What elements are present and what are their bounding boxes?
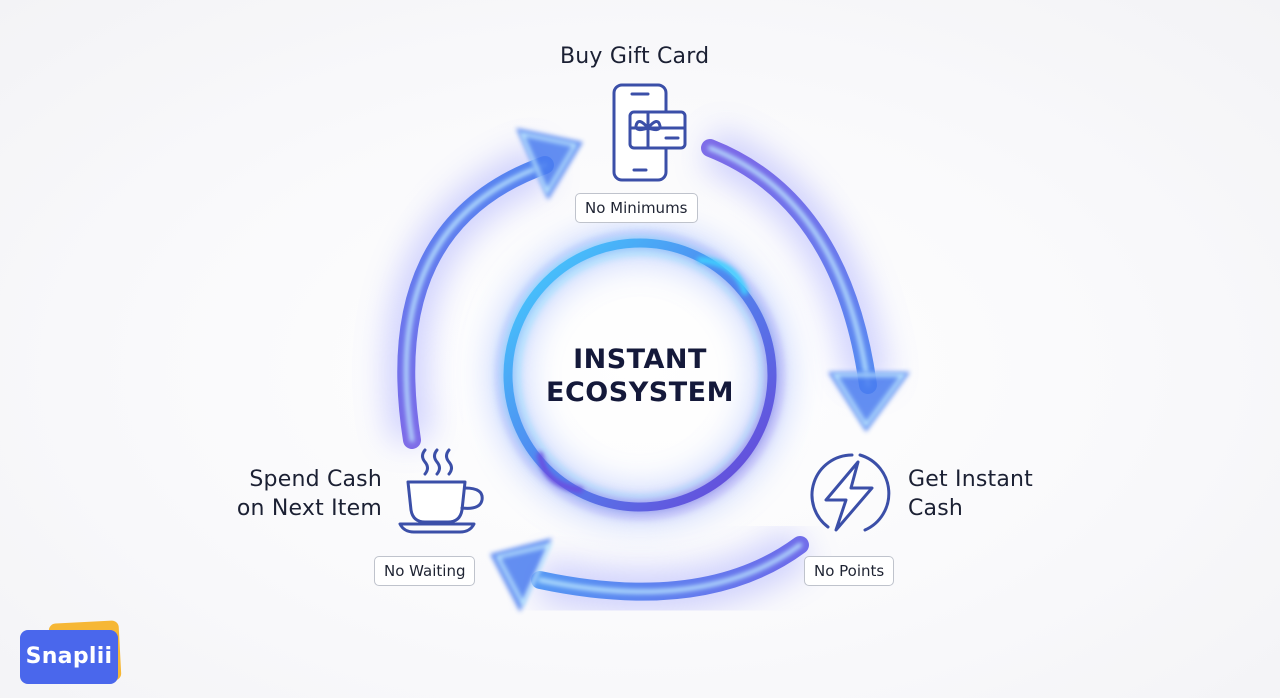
step-label-line: Get Instant [908,467,1033,492]
badge-no-points: No Points [804,556,895,586]
center-title-line1: INSTANT [573,344,707,375]
coffee-cup-icon [398,448,484,534]
step-label-line: on Next Item [236,496,382,521]
step-label-buy-gift-card: Buy Gift Card [560,42,709,71]
center-title: INSTANT ECOSYSTEM [530,343,750,409]
badge-no-waiting: No Waiting [374,556,476,586]
step-label-line: Buy Gift Card [560,44,710,69]
lightning-bolt-icon [810,453,891,532]
snaplii-logo: Snaplii [20,620,122,684]
step-label-spend-cash: Spend Cash on Next Item [222,465,382,523]
center-ring [489,224,791,526]
center-title-line2: ECOSYSTEM [546,377,734,408]
badge-no-minimums: No Minimums [575,193,698,223]
step-label-line: Cash [908,496,964,521]
arrow-spend-to-buy [385,128,583,449]
arrow-cash-to-spend [490,527,813,613]
step-label-get-instant-cash: Get Instant Cash [908,465,1033,523]
logo-wordmark: Snaplii [20,630,118,684]
phone-gift-card-icon [612,83,687,182]
step-label-line: Spend Cash [249,467,382,492]
arrow-buy-to-cash [701,128,910,432]
